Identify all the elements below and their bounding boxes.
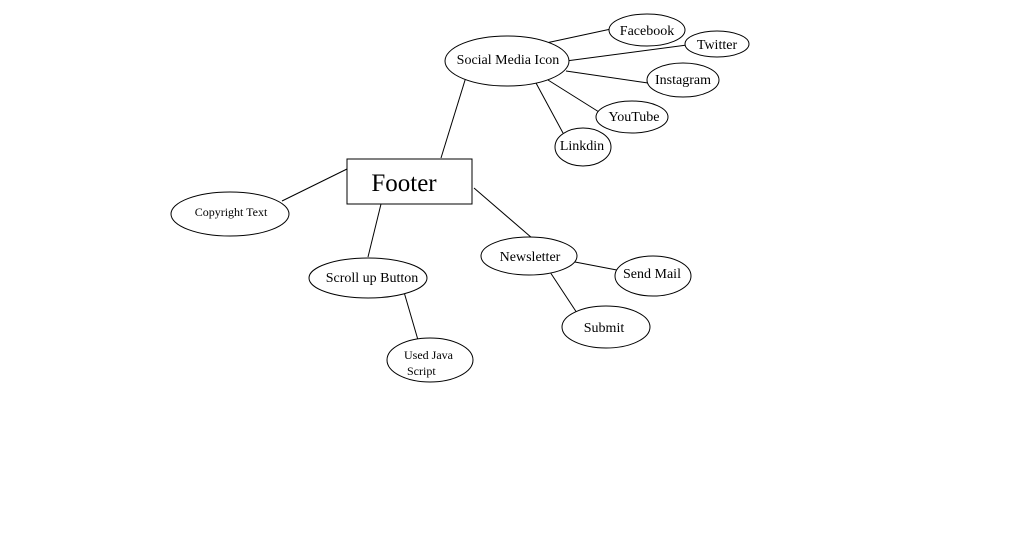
node-newsletter: Newsletter (480, 236, 578, 276)
edge-social-media-icon-facebook (545, 28, 612, 44)
scroll-up-button-ellipse (308, 257, 428, 299)
twitter-ellipse (684, 30, 750, 58)
submit-label: Submit (584, 321, 625, 336)
node-facebook: Facebook (608, 13, 686, 47)
node-scroll-up-button: Scroll up Button (308, 257, 428, 299)
submit-ellipse (561, 305, 651, 349)
social-media-icon-ellipse (444, 35, 570, 87)
facebook-label: Facebook (620, 24, 674, 39)
instagram-label: Instagram (655, 73, 711, 88)
edge-footer-copyright-text (281, 168, 348, 202)
youtube-label: YouTube (609, 110, 660, 125)
youtube-ellipse (595, 100, 669, 134)
node-twitter: Twitter (684, 30, 750, 58)
copyright-text-ellipse (170, 191, 290, 237)
linkdin-label: Linkdin (560, 139, 604, 154)
edge-newsletter-send-mail (574, 261, 623, 272)
node-instagram: Instagram (646, 62, 720, 98)
newsletter-ellipse (480, 236, 578, 276)
footer-label: Footer (371, 170, 437, 197)
edge-scroll-up-button-used-java-script (403, 291, 419, 341)
footer-box (346, 158, 473, 205)
node-used-java-script: Used Java Script (386, 337, 474, 383)
node-footer: Footer (346, 158, 473, 205)
facebook-ellipse (608, 13, 686, 47)
used-java-script-label: Used Java Script (404, 348, 456, 378)
newsletter-label: Newsletter (500, 250, 561, 265)
node-copyright-text: Copyright Text (170, 191, 290, 237)
edge-social-media-icon-linkdin (535, 82, 564, 134)
node-youtube: YouTube (595, 100, 669, 134)
linkdin-ellipse (554, 127, 612, 167)
node-linkdin: Linkdin (554, 127, 612, 167)
edge-social-media-icon-twitter (565, 44, 688, 62)
used-java-script-ellipse (386, 337, 474, 383)
send-mail-label: Send Mail (623, 267, 681, 282)
send-mail-ellipse (614, 255, 692, 297)
edge-footer-social-media-icon (440, 76, 467, 159)
node-social-media-icon: Social Media Icon (444, 35, 570, 87)
used-java-script-line2: Script (407, 364, 436, 378)
twitter-label: Twitter (697, 38, 738, 53)
edge-newsletter-submit (549, 271, 578, 314)
edge-footer-scroll-up-button (367, 203, 382, 258)
connectors (281, 28, 688, 341)
node-submit: Submit (561, 305, 651, 349)
edge-footer-newsletter (473, 187, 533, 239)
node-send-mail: Send Mail (614, 255, 692, 297)
edge-social-media-icon-instagram (565, 70, 649, 84)
copyright-text-label: Copyright Text (195, 205, 268, 219)
used-java-script-line1: Used Java (404, 348, 454, 362)
edge-social-media-icon-youtube (547, 79, 600, 113)
instagram-ellipse (646, 62, 720, 98)
social-media-icon-label: Social Media Icon (457, 53, 560, 68)
scroll-up-button-label: Scroll up Button (326, 271, 419, 286)
